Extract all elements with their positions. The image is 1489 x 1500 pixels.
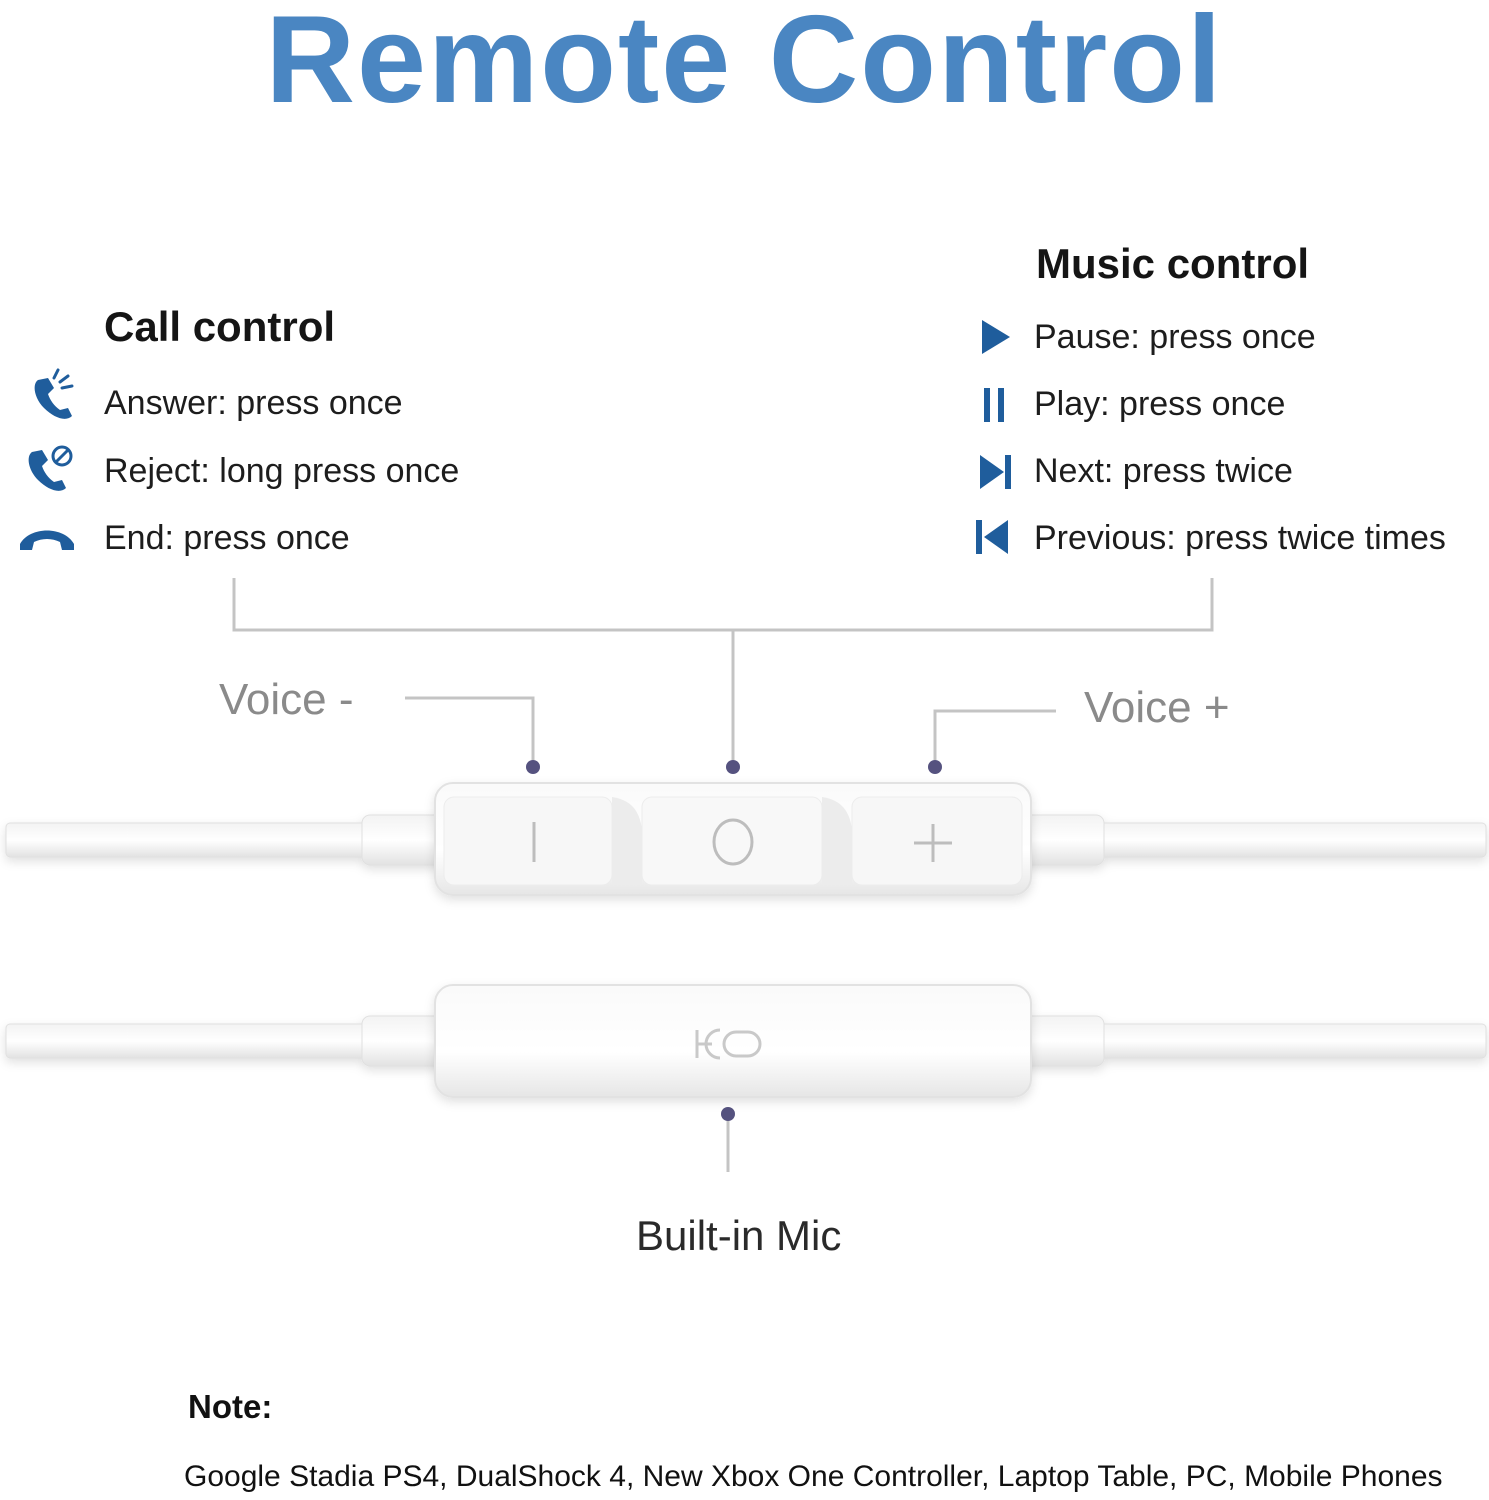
next-track-icon bbox=[980, 455, 1011, 489]
voice-up-label: Voice + bbox=[1084, 683, 1230, 732]
music-control-heading: Music control bbox=[1036, 240, 1310, 287]
previous-track-icon bbox=[976, 520, 1008, 554]
call-item-reject: Reject: long press once bbox=[104, 452, 460, 490]
built-in-mic-label: Built-in Mic bbox=[636, 1212, 842, 1259]
multifunction-button bbox=[712, 818, 754, 866]
microphone-icon bbox=[695, 1028, 762, 1060]
page-title: Remote Control bbox=[265, 0, 1224, 129]
pause-icon bbox=[984, 388, 1004, 422]
call-control-heading: Call control bbox=[104, 303, 336, 350]
remote-cable-top bbox=[5, 814, 1487, 866]
music-item-play: Play: press once bbox=[1034, 385, 1286, 423]
note-text: Google Stadia PS4, DualShock 4, New Xbox… bbox=[184, 1460, 1443, 1493]
voice-down-dot bbox=[526, 760, 540, 774]
voice-down-label: Voice - bbox=[219, 675, 354, 724]
call-item-end: End: press once bbox=[104, 519, 350, 557]
remote-cable-bottom bbox=[5, 1015, 1487, 1067]
phone-reject-icon bbox=[28, 445, 73, 491]
mic-dot bbox=[721, 1107, 735, 1121]
music-item-pause: Pause: press once bbox=[1034, 318, 1316, 356]
volume-up-button bbox=[914, 824, 952, 862]
remote-body-bottom bbox=[434, 984, 1032, 1098]
call-item-answer: Answer: press once bbox=[104, 384, 403, 422]
play-icon bbox=[982, 320, 1010, 354]
phone-end-icon bbox=[20, 530, 74, 550]
music-item-next: Next: press twice bbox=[1034, 452, 1293, 490]
music-item-previous: Previous: press twice times bbox=[1034, 519, 1446, 557]
connector-lines bbox=[232, 578, 1214, 1172]
note-heading: Note: bbox=[188, 1388, 273, 1425]
center-button-dot bbox=[726, 760, 740, 774]
voice-up-dot bbox=[928, 760, 942, 774]
phone-answer-icon bbox=[34, 368, 74, 419]
remote-buttons bbox=[443, 796, 1023, 886]
